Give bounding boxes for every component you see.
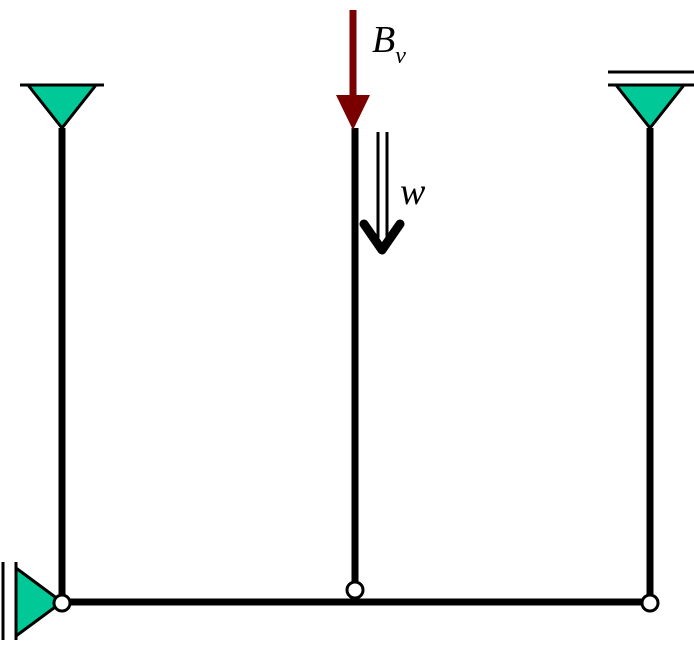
force-label: Bv xyxy=(372,19,406,69)
left-hinge xyxy=(52,593,72,613)
bottom-left-roller-support xyxy=(1,562,65,640)
force-label-subscript: v xyxy=(395,43,406,69)
middle-hinge xyxy=(345,580,365,600)
displacement-arrow-icon xyxy=(359,132,405,255)
top-left-support-triangle-icon xyxy=(24,83,100,131)
force-label-main: B xyxy=(372,19,395,61)
bottom-left-support-triangle-icon xyxy=(14,565,65,639)
right-hinge xyxy=(640,593,660,613)
displacement-label: w xyxy=(400,171,426,213)
force-arrow-head xyxy=(336,95,370,130)
displacement-arrow-head xyxy=(359,219,405,255)
top-right-roller-support xyxy=(608,70,694,131)
top-right-support-triangle-icon xyxy=(612,83,688,131)
top-left-pin-support xyxy=(20,83,104,131)
force-arrow-icon xyxy=(336,10,370,130)
